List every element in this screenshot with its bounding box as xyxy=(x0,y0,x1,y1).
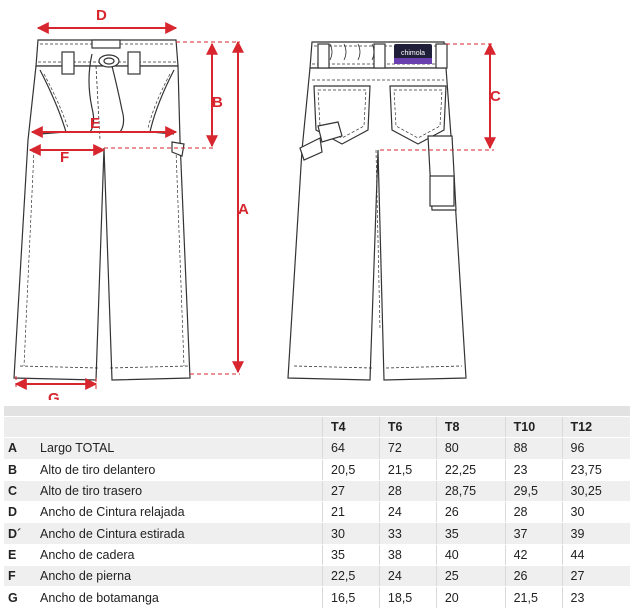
size-value-cell: 23 xyxy=(561,586,630,609)
row-code: F xyxy=(4,565,32,588)
size-value-cell: 26 xyxy=(435,501,506,524)
size-value-cell: 24 xyxy=(378,565,437,588)
header-size: T4 xyxy=(322,416,380,439)
size-value-cell: 22,25 xyxy=(435,459,506,481)
size-value-cell: 30,25 xyxy=(561,480,630,503)
size-value-cell: 21,5 xyxy=(378,459,437,481)
header-size: T6 xyxy=(378,416,437,439)
row-label: Ancho de cadera xyxy=(32,544,323,567)
size-value-cell: 20 xyxy=(435,586,506,609)
size-value-cell: 20,5 xyxy=(322,459,380,481)
row-code: C xyxy=(4,480,32,503)
header-code xyxy=(4,416,32,439)
size-value-cell: 22,5 xyxy=(322,565,380,588)
header-size: T12 xyxy=(561,416,630,439)
size-value-cell: 24 xyxy=(378,501,437,524)
label-g: G xyxy=(48,390,60,400)
size-value-cell: 39 xyxy=(561,522,630,545)
front-pants-drawing xyxy=(13,39,191,381)
row-label: Largo TOTAL xyxy=(32,437,323,460)
size-value-cell: 30 xyxy=(322,522,380,545)
row-code: B xyxy=(4,459,32,481)
size-value-cell: 28,75 xyxy=(435,480,506,503)
size-value-cell: 30 xyxy=(561,501,630,524)
size-value-cell: 80 xyxy=(435,437,506,460)
size-value-cell: 35 xyxy=(435,522,506,545)
row-code: A xyxy=(4,437,32,460)
row-label: Alto de tiro trasero xyxy=(32,480,323,503)
pants-technical-drawing: chimola D B A E F G C xyxy=(13,7,501,400)
row-code: G xyxy=(4,586,32,609)
row-label: Ancho de pierna xyxy=(32,565,323,588)
size-value-cell: 23 xyxy=(504,459,563,481)
size-value-cell: 29,5 xyxy=(504,480,563,503)
size-value-cell: 25 xyxy=(435,565,506,588)
brand-label-text: chimola xyxy=(401,50,425,57)
size-value-cell: 18,5 xyxy=(378,586,437,609)
size-value-cell: 21,5 xyxy=(504,586,563,609)
size-value-cell: 96 xyxy=(561,437,630,460)
label-f: F xyxy=(60,149,69,166)
size-value-cell: 21 xyxy=(322,501,380,524)
size-value-cell: 44 xyxy=(561,544,630,567)
size-value-cell: 23,75 xyxy=(561,459,630,481)
size-value-cell: 38 xyxy=(378,544,437,567)
size-value-cell: 28 xyxy=(504,501,563,524)
back-pants-drawing xyxy=(287,41,467,381)
size-value-cell: 16,5 xyxy=(322,586,380,609)
row-label: Alto de tiro delantero xyxy=(32,459,323,481)
row-code: E xyxy=(4,544,32,567)
size-value-cell: 37 xyxy=(504,522,563,545)
row-label: Ancho de Cintura estirada xyxy=(32,522,323,545)
label-c: C xyxy=(490,88,501,105)
label-e: E xyxy=(90,115,100,132)
row-code: D´ xyxy=(4,522,32,545)
size-value-cell: 33 xyxy=(378,522,437,545)
size-value-cell: 72 xyxy=(378,437,437,460)
table-top-band xyxy=(4,406,630,417)
size-value-cell: 27 xyxy=(561,565,630,588)
size-value-cell: 40 xyxy=(435,544,506,567)
label-d: D xyxy=(96,7,107,24)
size-value-cell: 27 xyxy=(322,480,380,503)
row-label: Ancho de Cintura relajada xyxy=(32,501,323,524)
label-b: B xyxy=(212,94,223,111)
header-label xyxy=(32,416,323,439)
label-a: A xyxy=(238,201,249,218)
size-value-cell: 35 xyxy=(322,544,380,567)
row-code: D xyxy=(4,501,32,524)
size-value-cell: 64 xyxy=(322,437,380,460)
header-size: T8 xyxy=(435,416,506,439)
row-label: Ancho de botamanga xyxy=(32,586,323,609)
brand-label: chimola xyxy=(394,44,432,64)
size-value-cell: 42 xyxy=(504,544,563,567)
size-value-cell: 26 xyxy=(504,565,563,588)
table-header-row: T4 T6 T8 T10 T12 xyxy=(4,416,630,439)
header-size: T10 xyxy=(504,416,563,439)
size-value-cell: 88 xyxy=(504,437,563,460)
size-value-cell: 28 xyxy=(378,480,437,503)
